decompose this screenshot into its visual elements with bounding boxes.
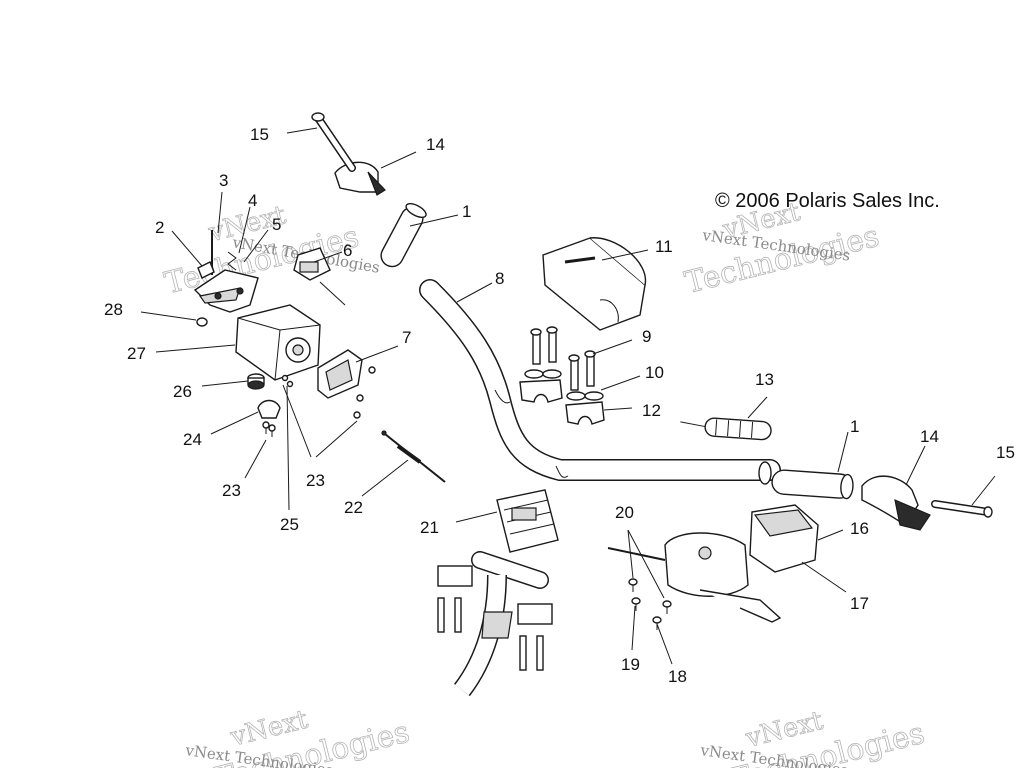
callout-1: 1 — [850, 417, 859, 436]
callout-19: 19 — [621, 655, 640, 674]
callout-27: 27 — [127, 344, 146, 363]
callout-21: 21 — [420, 518, 439, 537]
callout-12: 12 — [642, 401, 661, 420]
callout-15: 15 — [250, 125, 269, 144]
bar-end-right — [861, 475, 931, 531]
grip-left — [380, 203, 427, 268]
copyright-notice: © 2006 Polaris Sales Inc. — [715, 190, 940, 212]
small-screw — [196, 317, 208, 327]
callout-15: 15 — [996, 443, 1015, 462]
throttle-bracket — [193, 269, 259, 313]
cover-plate — [257, 399, 281, 419]
bolt-left — [311, 112, 356, 172]
callout-7: 7 — [402, 328, 411, 347]
handlebar — [419, 279, 781, 481]
clamp-washers-right — [566, 391, 604, 401]
grip-end-left-handlebar — [758, 461, 772, 485]
callout-28: 28 — [104, 300, 123, 319]
bushing — [247, 373, 265, 390]
grip-right — [771, 469, 854, 500]
clamp-upper-right — [565, 401, 605, 425]
callout-23: 23 — [306, 471, 325, 490]
handlebar-riser — [496, 489, 559, 553]
callout-22: 22 — [344, 498, 363, 517]
callout-14: 14 — [426, 135, 445, 154]
callout-1: 1 — [462, 202, 471, 221]
callout-26: 26 — [173, 382, 192, 401]
callout-23: 23 — [222, 481, 241, 500]
callout-17: 17 — [850, 594, 869, 613]
throttle-housing — [235, 304, 321, 381]
callout-3: 3 — [219, 171, 228, 190]
callout-5: 5 — [272, 215, 281, 234]
callout-16: 16 — [850, 519, 869, 538]
callout-6: 6 — [343, 241, 352, 260]
throttle-cable — [381, 430, 446, 483]
clamp-bolts-left — [530, 326, 558, 365]
callout-24: 24 — [183, 430, 202, 449]
callout-8: 8 — [495, 269, 504, 288]
bolt-right — [931, 500, 993, 518]
grip-heater — [680, 417, 772, 441]
switch — [293, 247, 346, 306]
crossbar-pad — [542, 237, 647, 331]
clamp-washers-left — [524, 369, 562, 379]
callout-labels: 1 1 2 3 4 5 6 7 8 9 10 11 12 13 14 14 15… — [104, 125, 1015, 686]
screws — [262, 366, 376, 437]
bar-end-left — [334, 161, 386, 196]
callout-4: 4 — [248, 191, 257, 210]
bracket-spring — [227, 251, 237, 271]
clamp-bolts-right — [568, 350, 596, 391]
callout-25: 25 — [280, 515, 299, 534]
throttle-cover — [317, 349, 363, 399]
callout-14: 14 — [920, 427, 939, 446]
steering-post — [437, 551, 553, 697]
callout-10: 10 — [645, 363, 664, 382]
brake-lever-assembly — [607, 532, 782, 623]
master-cylinder-screws — [628, 578, 672, 630]
callout-20: 20 — [615, 503, 634, 522]
callout-2: 2 — [155, 218, 164, 237]
pin — [286, 380, 294, 388]
brake-master-cylinder — [749, 504, 819, 573]
clamp-upper-left — [519, 379, 563, 403]
callout-18: 18 — [668, 667, 687, 686]
leader-lines — [140, 127, 996, 665]
callout-9: 9 — [642, 327, 651, 346]
callout-13: 13 — [755, 370, 774, 389]
callout-11: 11 — [655, 237, 673, 256]
